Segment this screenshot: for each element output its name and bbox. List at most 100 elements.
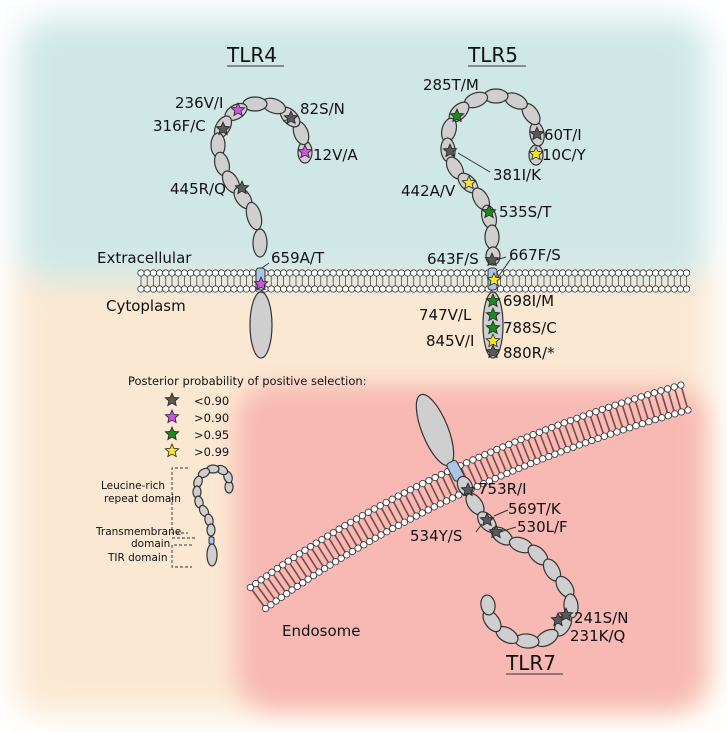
- lipid-head: [481, 451, 489, 459]
- lipid-head: [613, 428, 621, 436]
- lipid-head: [676, 269, 685, 277]
- lipid-tail: [563, 422, 574, 448]
- lipid-head: [364, 508, 372, 516]
- tlr4-segment: [252, 228, 268, 258]
- lipid-head: [645, 418, 653, 426]
- lipid-head: [493, 445, 501, 454]
- lipid-tail: [446, 471, 460, 496]
- lipid-head: [563, 445, 571, 454]
- tlr4-star: [215, 120, 231, 136]
- lipid-tail: [276, 568, 293, 591]
- tlr4-star: [253, 275, 269, 291]
- extracellular-background: [18, 18, 708, 280]
- lipid-head: [304, 285, 312, 293]
- lipid-head: [600, 432, 608, 440]
- lipid-head: [162, 269, 170, 277]
- lipid-head: [252, 580, 260, 588]
- lipid-head: [329, 285, 337, 293]
- lipid-head: [323, 269, 331, 277]
- tm-label-line1: Transmembrane: [95, 526, 181, 538]
- lipid-head: [304, 575, 312, 583]
- lipid-tail: [326, 535, 342, 559]
- lipid-head: [533, 457, 541, 465]
- lipid-head: [588, 436, 596, 445]
- lipid-head: [664, 285, 672, 293]
- lipid-head: [535, 428, 543, 436]
- lipid-head: [620, 269, 629, 277]
- tlr5-star: [528, 145, 544, 161]
- lipid-tail: [576, 418, 587, 444]
- lipid-tail: [673, 386, 683, 413]
- lipid-head: [441, 269, 449, 277]
- lipid-head: [317, 269, 325, 277]
- lipid-head: [626, 424, 634, 432]
- lrr-label-line2: repeat domain: [104, 493, 181, 505]
- lipid-head: [676, 285, 685, 293]
- lipid-head: [320, 565, 329, 573]
- lipid-head: [354, 544, 362, 552]
- lipid-head: [312, 539, 320, 547]
- tlr5-mutation-label: 788S/C: [503, 319, 557, 337]
- lipid-head: [428, 285, 436, 293]
- tlr5-star: [442, 142, 458, 158]
- lipid-head: [614, 285, 623, 293]
- lipid-head: [257, 576, 265, 584]
- lipid-tail: [526, 436, 538, 462]
- tlr5-star: [485, 306, 501, 322]
- lipid-head: [670, 285, 678, 293]
- tir-brace: [171, 544, 192, 568]
- lipid-tail: [298, 553, 315, 577]
- lipid-head: [579, 412, 587, 420]
- tlr5-mutation-label: 667F/S: [509, 246, 561, 264]
- lipid-head: [143, 269, 151, 277]
- tlr5-mutation-label: 698I/M: [503, 292, 554, 310]
- tlr5-mutation-label: 381I/K: [493, 166, 542, 184]
- lipid-head: [416, 285, 424, 293]
- lipid-tail: [385, 502, 400, 526]
- lrr-label-line1: Leucine-rich: [101, 480, 165, 492]
- lipid-tail: [478, 456, 491, 482]
- tlr7-mutation-label: 569T/K: [508, 500, 562, 518]
- lipid-head: [292, 285, 300, 293]
- tlr7-star: [460, 481, 476, 497]
- lipid-head: [174, 269, 182, 277]
- lipid-head: [541, 426, 550, 434]
- lipid-head: [624, 397, 632, 405]
- lipid-head: [571, 285, 579, 293]
- lipid-head: [284, 557, 292, 565]
- tlr4-protein: TLR4 236V/I 82S/N 316F/C: [153, 43, 358, 359]
- lipid-head: [331, 558, 340, 566]
- lipid-head: [410, 269, 418, 277]
- legend-star-icon: [164, 442, 180, 458]
- lipid-head: [337, 554, 345, 562]
- lipid-tail: [569, 420, 581, 446]
- tlr4-mutation-label: 82S/N: [300, 100, 345, 118]
- tlr7-mutation-label: 753R/I: [478, 480, 527, 498]
- lipid-head: [187, 285, 195, 293]
- lipid-head: [469, 456, 477, 464]
- lipid-head: [218, 285, 226, 293]
- lipid-head: [540, 269, 548, 277]
- tlr4-star: [283, 109, 299, 125]
- tlr7-mutation-label: 530L/F: [517, 518, 568, 536]
- lipid-head: [410, 285, 418, 293]
- tlr5-title: TLR5: [467, 43, 518, 67]
- lipid-tail: [666, 388, 676, 415]
- lipid-head: [352, 515, 361, 523]
- lipid-head: [627, 269, 635, 277]
- lipid-head: [557, 448, 565, 456]
- lipid-tail: [271, 571, 288, 595]
- lipid-head: [503, 469, 511, 478]
- lipid-tail: [680, 384, 689, 411]
- lipid-head: [199, 285, 207, 293]
- lipid-head: [286, 269, 294, 277]
- tlr5-mutation-label: 880R/*: [503, 344, 555, 362]
- lipid-head: [585, 410, 594, 418]
- lipid-head: [606, 430, 615, 438]
- lipid-tail: [588, 413, 599, 439]
- lipid-head: [658, 285, 666, 293]
- legend-star-icon: [164, 391, 180, 407]
- tlr7-segment: [480, 594, 496, 616]
- lipid-tail: [646, 394, 657, 420]
